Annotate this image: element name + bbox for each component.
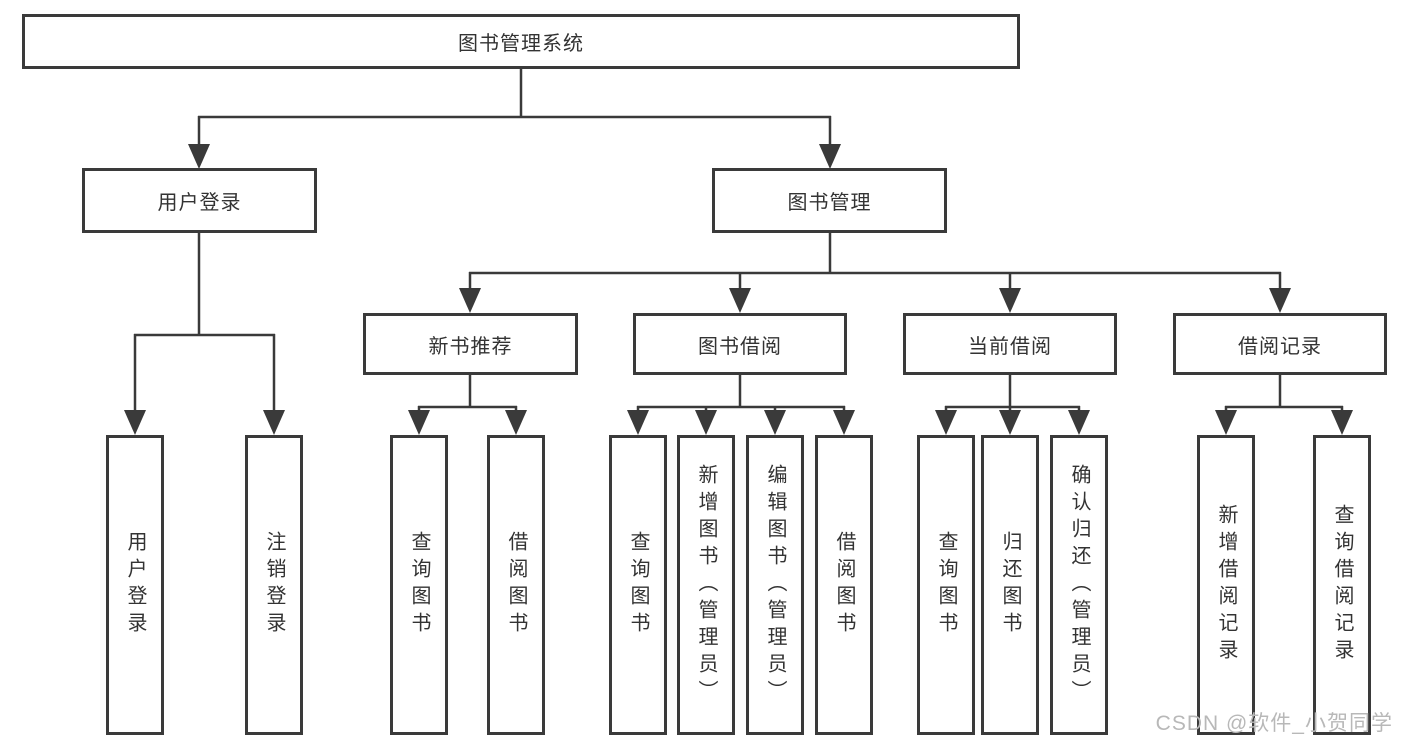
leaf-edit-book-admin: 编辑图书（管理员） — [746, 435, 804, 735]
node-label: 用户登录 — [157, 192, 242, 214]
watermark: CSDN @软件_小贺同学 — [1155, 712, 1393, 735]
leaf-label: 用户登录 — [124, 531, 146, 639]
leaf-borrow-books: 借阅图书 — [487, 435, 545, 735]
node-book-management: 图书管理 — [712, 168, 947, 233]
connector-user-login — [124, 233, 285, 435]
connector-root — [188, 69, 841, 169]
node-new-book-recommend: 新书推荐 — [363, 313, 578, 375]
leaf-query-books-2: 查询图书 — [609, 435, 667, 735]
leaf-label: 编辑图书（管理员） — [764, 463, 786, 707]
leaf-query-books: 查询图书 — [390, 435, 448, 735]
leaf-label: 新增借阅记录 — [1215, 504, 1237, 666]
node-user-login: 用户登录 — [82, 168, 317, 233]
node-book-borrow: 图书借阅 — [633, 313, 847, 375]
node-borrow-records: 借阅记录 — [1173, 313, 1387, 375]
node-label: 借阅记录 — [1238, 335, 1322, 358]
connector-book-borrow — [627, 375, 855, 435]
leaf-confirm-return-admin: 确认归还（管理员） — [1050, 435, 1108, 735]
leaf-label: 归还图书 — [999, 531, 1021, 639]
connector-new-book-recommend — [408, 375, 527, 435]
leaf-label: 查询图书 — [935, 531, 957, 639]
leaf-label: 查询借阅记录 — [1331, 504, 1353, 666]
leaf-user-login: 用户登录 — [106, 435, 164, 735]
node-label: 图书借阅 — [698, 335, 782, 358]
leaf-add-borrow-record: 新增借阅记录 — [1197, 435, 1255, 735]
node-label: 图书管理 — [787, 192, 872, 214]
leaf-label: 注销登录 — [263, 531, 285, 639]
node-label: 新书推荐 — [428, 335, 513, 358]
leaf-borrow-books-2: 借阅图书 — [815, 435, 873, 735]
leaf-label: 查询图书 — [627, 531, 649, 639]
leaf-query-books-3: 查询图书 — [917, 435, 975, 735]
leaf-label: 借阅图书 — [505, 531, 527, 639]
leaf-add-book-admin: 新增图书（管理员） — [677, 435, 735, 735]
leaf-label: 新增图书（管理员） — [695, 463, 717, 707]
connector-book-management — [459, 233, 1291, 313]
node-label: 当前借阅 — [968, 335, 1052, 358]
connector-borrow-records — [1215, 375, 1353, 435]
node-current-borrow: 当前借阅 — [903, 313, 1117, 375]
leaf-query-borrow-record: 查询借阅记录 — [1313, 435, 1371, 735]
leaf-logout: 注销登录 — [245, 435, 303, 735]
connector-current-borrow — [935, 375, 1090, 435]
leaf-label: 借阅图书 — [833, 531, 855, 639]
leaf-return-books: 归还图书 — [981, 435, 1039, 735]
node-label: 图书管理系统 — [458, 33, 584, 55]
node-root: 图书管理系统 — [22, 14, 1020, 69]
leaf-label: 查询图书 — [408, 531, 430, 639]
leaf-label: 确认归还（管理员） — [1068, 463, 1090, 707]
